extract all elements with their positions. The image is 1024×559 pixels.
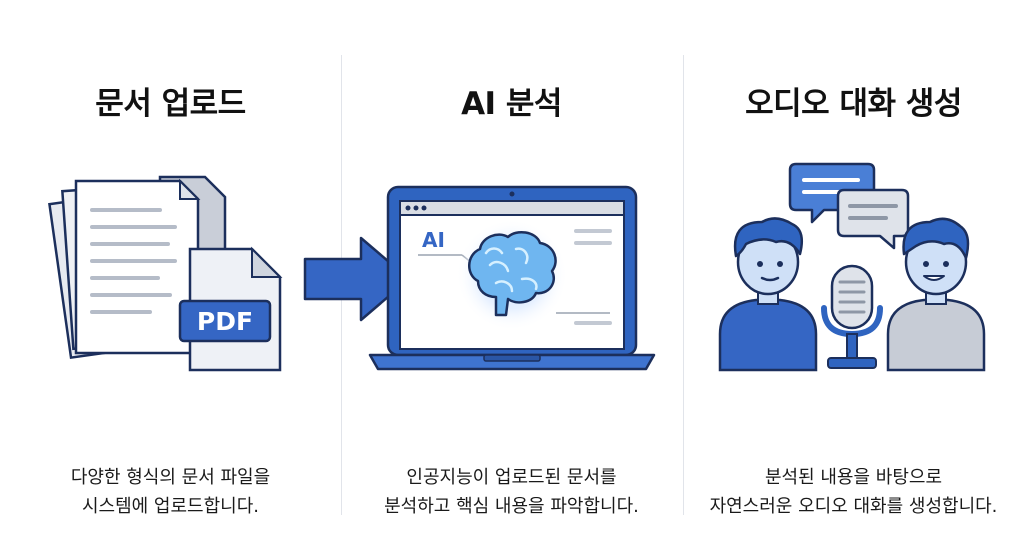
step-desc-audio-line2: 자연스러운 오디오 대화를 생성합니다. — [709, 496, 998, 517]
step-desc-upload: 다양한 형식의 문서 파일을 시스템에 업로드합니다. — [0, 463, 341, 521]
step-desc-audio-generation: 분석된 내용을 바탕으로 자연스러운 오디오 대화를 생성합니다. — [683, 463, 1024, 521]
browser-bar — [399, 200, 625, 216]
chat-bubble-2 — [836, 188, 910, 250]
people-microphone-icon — [718, 162, 986, 372]
laptop-base — [368, 353, 656, 371]
step-title-audio-generation: 오디오 대화 생성 — [745, 86, 962, 122]
person-left — [718, 217, 818, 372]
screen-text-lines — [574, 229, 612, 325]
paper-text-lines — [90, 208, 177, 314]
laptop-brain-icon: AI — [368, 185, 656, 371]
step-desc-upload-line1: 다양한 형식의 문서 파일을 — [70, 467, 271, 488]
microphone-icon — [821, 264, 883, 369]
step-title-upload: 문서 업로드 — [95, 86, 246, 122]
divider-right — [683, 55, 684, 515]
step-title-ai-analysis: AI 분석 — [461, 86, 562, 122]
step-desc-ai-line2: 분석하고 핵심 내용을 파악합니다. — [384, 496, 639, 517]
step-desc-ai-analysis: 인공지능이 업로드된 문서를 분석하고 핵심 내용을 파악합니다. — [341, 463, 682, 521]
step-desc-ai-line1: 인공지능이 업로드된 문서를 — [406, 467, 617, 488]
pdf-badge-label: PDF — [197, 307, 253, 336]
brain-icon — [468, 230, 557, 317]
arrow-right-icon — [303, 236, 411, 322]
ai-label: AI — [422, 228, 445, 252]
pdf-documents-icon: PDF — [48, 175, 283, 372]
laptop-camera — [509, 191, 515, 197]
person-right — [886, 217, 986, 372]
pdf-badge-bg — [178, 299, 272, 343]
step-desc-upload-line2: 시스템에 업로드합니다. — [81, 496, 260, 517]
step-desc-audio-line1: 분석된 내용을 바탕으로 — [764, 467, 943, 488]
